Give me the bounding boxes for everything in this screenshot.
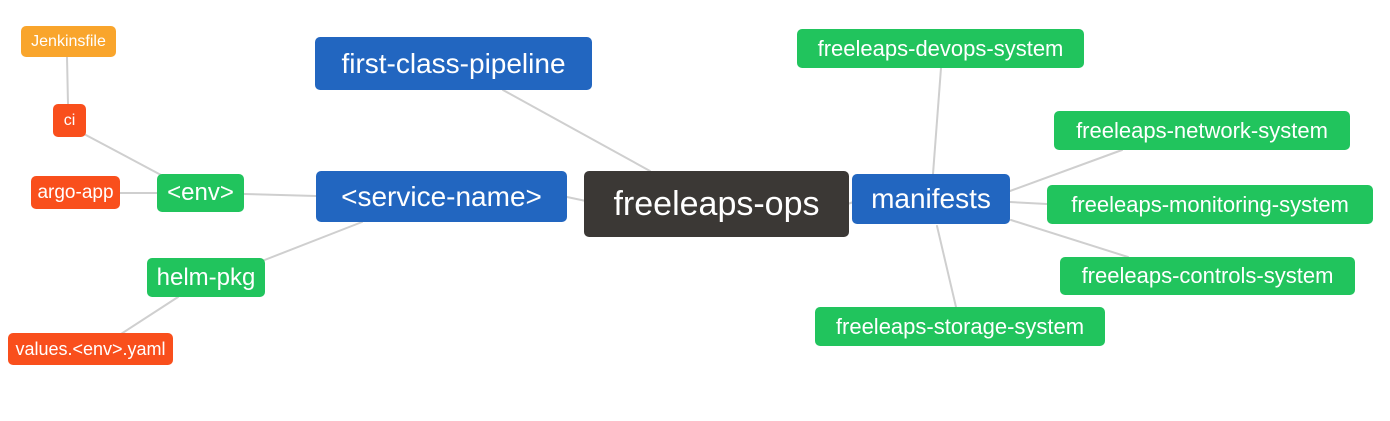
edge-manifests-network	[1009, 149, 1123, 192]
node-ci[interactable]: ci	[53, 104, 86, 137]
node-freeleaps-devops-system[interactable]: freeleaps-devops-system	[797, 29, 1084, 68]
edge-manifests-controls	[1010, 219, 1129, 258]
node-env[interactable]: <env>	[157, 174, 244, 212]
edge-service-name-ops	[566, 196, 587, 202]
node-freeleaps-network-system[interactable]: freeleaps-network-system	[1054, 111, 1350, 150]
node-freeleaps-controls-system[interactable]: freeleaps-controls-system	[1060, 257, 1355, 295]
edge-pipeline-ops	[502, 89, 651, 172]
node-manifests[interactable]: manifests	[852, 174, 1010, 224]
node-argo-app[interactable]: argo-app	[31, 176, 120, 209]
edge-manifests-monitoring	[1009, 201, 1048, 205]
node-freeleaps-ops[interactable]: freeleaps-ops	[584, 171, 849, 237]
node-freeleaps-storage-system[interactable]: freeleaps-storage-system	[815, 307, 1105, 346]
node-helm-pkg[interactable]: helm-pkg	[147, 258, 265, 297]
node-first-class-pipeline[interactable]: first-class-pipeline	[315, 37, 592, 90]
edge-env-service-name	[243, 193, 317, 197]
edge-service-name-helm-pkg	[261, 221, 363, 262]
edge-helm-pkg-values	[120, 296, 179, 335]
node-values-env-yaml[interactable]: values.<env>.yaml	[8, 333, 173, 365]
edge-manifests-storage	[936, 225, 957, 308]
node-service-name[interactable]: <service-name>	[316, 171, 567, 222]
node-freeleaps-monitoring-system[interactable]: freeleaps-monitoring-system	[1047, 185, 1373, 224]
edge-manifests-devops	[932, 67, 942, 175]
edge-ci-env	[83, 133, 162, 176]
node-jenkinsfile[interactable]: Jenkinsfile	[21, 26, 116, 57]
edge-jenkinsfile-ci	[66, 56, 69, 105]
